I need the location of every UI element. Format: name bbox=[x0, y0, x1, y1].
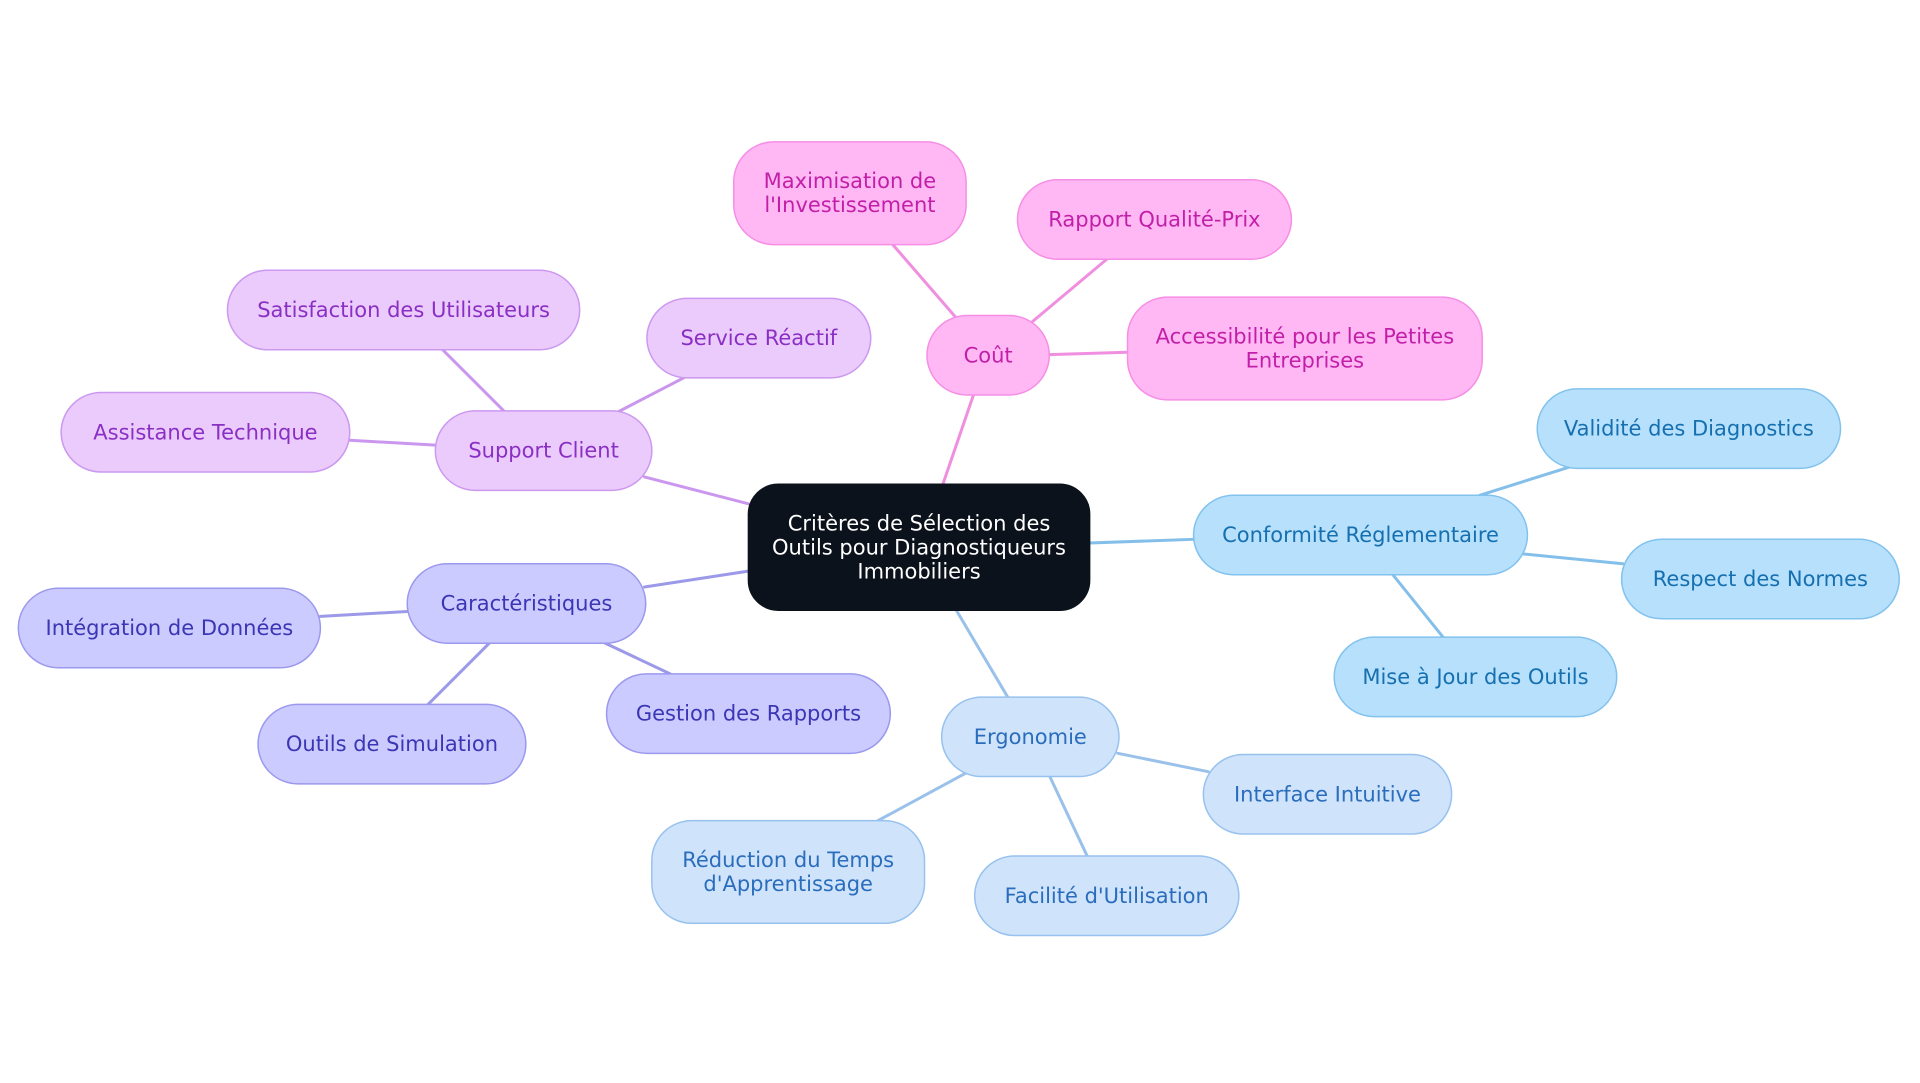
node-box-caracteristiques bbox=[406, 563, 647, 645]
node-label-center-line-1: Critères de Sélection des bbox=[788, 511, 1051, 535]
node-label-gestion-rapports-line-1: Gestion des Rapports bbox=[636, 702, 861, 726]
node-label-maximisation-line-1: Maximisation de bbox=[764, 169, 937, 193]
node-box-conformite bbox=[1192, 494, 1529, 576]
node-box-center bbox=[747, 483, 1091, 611]
node-satisfaction[interactable]: Satisfaction des Utilisateurs bbox=[226, 269, 581, 351]
node-mise-a-jour[interactable]: Mise à Jour des Outils bbox=[1333, 636, 1618, 718]
node-support-client[interactable]: Support Client bbox=[434, 410, 653, 492]
node-label-reduction-temps-line-1: Réduction du Temps bbox=[682, 848, 894, 872]
node-caracteristiques[interactable]: Caractéristiques bbox=[406, 563, 647, 645]
node-box-gestion-rapports bbox=[605, 673, 892, 755]
node-box-accessibilite bbox=[1126, 296, 1483, 401]
node-box-mise-a-jour bbox=[1333, 636, 1618, 718]
edge-to-maximisation bbox=[891, 243, 958, 320]
node-label-mise-a-jour-line-1: Mise à Jour des Outils bbox=[1362, 665, 1588, 689]
node-box-validite-diagnostics bbox=[1536, 388, 1842, 470]
node-label-conformite-line-1: Conformité Réglementaire bbox=[1222, 523, 1499, 547]
edge-to-service-reactif bbox=[616, 376, 686, 414]
edge-to-validite-diagnostics bbox=[1478, 465, 1571, 497]
node-label-support-client-line-1: Support Client bbox=[468, 439, 619, 463]
node-label-maximisation-line-2: l'Investissement bbox=[764, 193, 935, 217]
node-rapport-qualite-prix[interactable]: Rapport Qualité-Prix bbox=[1016, 179, 1293, 261]
node-box-integration-donnees bbox=[17, 587, 322, 669]
node-label-center-line-3: Immobiliers bbox=[857, 559, 980, 583]
edge-to-rapport-qualite-prix bbox=[1029, 257, 1109, 325]
node-label-rapport-qualite-prix-line-1: Rapport Qualité-Prix bbox=[1048, 208, 1260, 232]
node-cout[interactable]: Coût bbox=[926, 314, 1051, 396]
edge-layer bbox=[318, 243, 1625, 858]
edge-to-caracteristiques bbox=[642, 569, 750, 589]
node-maximisation[interactable]: Maximisation del'Investissement bbox=[733, 141, 967, 246]
node-label-assistance-technique-line-1: Assistance Technique bbox=[93, 420, 317, 444]
node-conformite[interactable]: Conformité Réglementaire bbox=[1192, 494, 1529, 576]
node-box-respect-normes bbox=[1620, 538, 1900, 620]
node-box-satisfaction bbox=[226, 269, 581, 351]
edge-to-interface-intuitive bbox=[1116, 751, 1210, 774]
edge-to-mise-a-jour bbox=[1391, 573, 1445, 639]
node-label-respect-normes-line-1: Respect des Normes bbox=[1653, 567, 1868, 591]
node-label-accessibilite-line-2: Entreprises bbox=[1246, 349, 1365, 373]
node-validite-diagnostics[interactable]: Validité des Diagnostics bbox=[1536, 388, 1842, 470]
node-box-maximisation bbox=[733, 141, 967, 246]
node-interface-intuitive[interactable]: Interface Intuitive bbox=[1202, 753, 1453, 835]
node-label-center-line-2: Outils pour Diagnostiqueurs bbox=[772, 535, 1066, 559]
node-box-assistance-technique bbox=[60, 391, 351, 473]
node-label-ergonomie-line-1: Ergonomie bbox=[974, 725, 1087, 749]
node-label-validite-diagnostics-line-1: Validité des Diagnostics bbox=[1564, 417, 1814, 441]
edge-to-support-client bbox=[642, 475, 750, 506]
node-box-rapport-qualite-prix bbox=[1016, 179, 1293, 261]
node-label-interface-intuitive-line-1: Interface Intuitive bbox=[1234, 782, 1421, 806]
node-box-outils-simulation bbox=[257, 703, 527, 785]
node-respect-normes[interactable]: Respect des Normes bbox=[1620, 538, 1900, 620]
edge-to-integration-donnees bbox=[318, 609, 409, 618]
node-box-ergonomie bbox=[940, 696, 1120, 778]
node-label-caracteristiques-line-1: Caractéristiques bbox=[441, 592, 613, 616]
node-integration-donnees[interactable]: Intégration de Données bbox=[17, 587, 322, 669]
node-label-cout-line-1: Coût bbox=[964, 343, 1013, 367]
edge-to-satisfaction bbox=[441, 348, 506, 413]
node-label-facilite-utilisation-line-1: Facilité d'Utilisation bbox=[1005, 884, 1209, 908]
node-gestion-rapports[interactable]: Gestion des Rapports bbox=[605, 673, 892, 755]
node-box-reduction-temps bbox=[651, 819, 926, 925]
node-box-interface-intuitive bbox=[1202, 753, 1453, 835]
edge-to-facilite-utilisation bbox=[1047, 773, 1089, 858]
node-assistance-technique[interactable]: Assistance Technique bbox=[60, 391, 351, 473]
node-label-satisfaction-line-1: Satisfaction des Utilisateurs bbox=[257, 298, 550, 322]
edge-to-respect-normes bbox=[1522, 552, 1625, 566]
edge-to-ergonomie bbox=[954, 608, 1010, 699]
node-box-facilite-utilisation bbox=[973, 855, 1240, 937]
node-facilite-utilisation[interactable]: Facilité d'Utilisation bbox=[973, 855, 1240, 937]
edge-to-reduction-temps bbox=[876, 771, 968, 823]
edge-to-gestion-rapports bbox=[603, 641, 672, 676]
node-box-support-client bbox=[434, 410, 653, 492]
edge-to-outils-simulation bbox=[426, 641, 491, 706]
edge-to-conformite bbox=[1088, 537, 1196, 545]
node-label-integration-donnees-line-1: Intégration de Données bbox=[46, 616, 294, 640]
node-service-reactif[interactable]: Service Réactif bbox=[646, 297, 872, 379]
edge-to-cout bbox=[941, 393, 975, 486]
edge-to-accessibilite bbox=[1047, 350, 1130, 357]
node-label-service-reactif-line-1: Service Réactif bbox=[680, 326, 837, 350]
node-label-accessibilite-line-1: Accessibilité pour les Petites bbox=[1156, 325, 1455, 349]
node-label-reduction-temps-line-2: d'Apprentissage bbox=[703, 872, 873, 896]
node-outils-simulation[interactable]: Outils de Simulation bbox=[257, 703, 527, 785]
node-box-cout bbox=[926, 314, 1051, 396]
edge-to-assistance-technique bbox=[348, 438, 437, 447]
node-accessibilite[interactable]: Accessibilité pour les PetitesEntreprise… bbox=[1126, 296, 1483, 401]
node-box-service-reactif bbox=[646, 297, 872, 379]
node-label-outils-simulation-line-1: Outils de Simulation bbox=[286, 732, 498, 756]
node-ergonomie[interactable]: Ergonomie bbox=[940, 696, 1120, 778]
